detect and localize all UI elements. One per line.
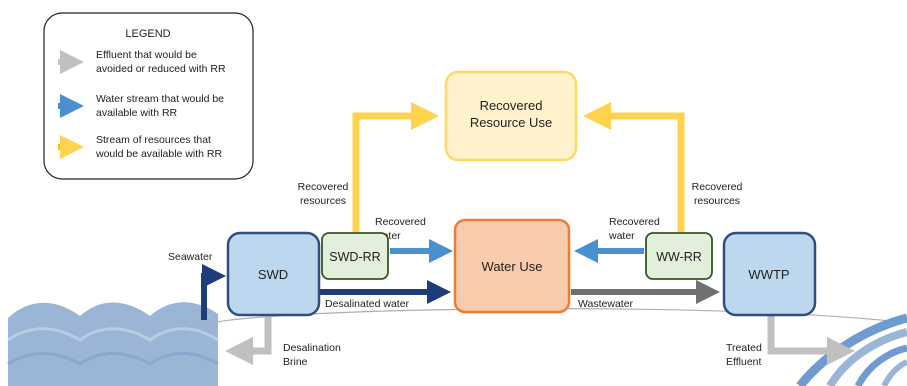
wwtp-box (722, 231, 817, 317)
treated-effluent-arrow (767, 316, 855, 365)
legend-item-2-line-1: Water stream that would be (96, 93, 224, 105)
desalinated-water-label: Desalinated water (325, 298, 410, 310)
swd-rr-box (321, 232, 389, 280)
desalination-brine-line-2: Brine (283, 356, 308, 368)
wwtp-label: WWTP (748, 267, 789, 282)
water-use-box (453, 218, 571, 314)
treated-effluent-line-1: Treated (726, 342, 762, 354)
recovered-resource-use-box (444, 70, 578, 162)
ww-rr-label: WW-RR (656, 250, 702, 264)
desalination-brine-arrow (225, 316, 272, 365)
legend-title: LEGEND (125, 28, 170, 40)
recovered-resources-left-line-1: Recovered (298, 181, 349, 193)
swd-label: SWD (258, 267, 288, 282)
legend-item-3-line-1: Stream of resources that (96, 134, 211, 146)
legend: LEGEND Effluent that would be avoided or… (43, 12, 254, 180)
water-use-label: Water Use (482, 259, 543, 274)
seawater-intake-arrow (201, 264, 226, 320)
desalination-brine-line-1: Desalination (283, 342, 341, 354)
wastewater-label: Wastewater (578, 298, 634, 310)
resource-arrow-left (352, 102, 439, 232)
legend-box (43, 12, 254, 180)
legend-item-2-line-2: available with RR (96, 107, 178, 119)
seawater-waves (7, 302, 219, 386)
recovered-resource-use-line-1: Recovered (480, 98, 543, 113)
resource-arrow-right (583, 102, 685, 232)
recovered-water-left-line-1: Recovered (375, 216, 426, 228)
legend-item-1-line-2: avoided or reduced with RR (96, 63, 226, 75)
recovered-water-right-line-1: Recovered (609, 216, 660, 228)
swd-box (226, 231, 321, 317)
recovered-resources-right-line-2: resources (694, 195, 740, 207)
swd-rr-label: SWD-RR (329, 250, 380, 264)
seawater-label: Seawater (168, 251, 213, 263)
recovered-resources-right-line-1: Recovered (692, 181, 743, 193)
recovered-water-right-line-2: water (608, 230, 635, 242)
ww-rr-box (645, 232, 713, 280)
recovered-resource-use-line-2: Resource Use (470, 115, 552, 130)
treated-effluent-line-2: Effluent (726, 356, 761, 368)
recovered-resources-left-line-2: resources (300, 195, 346, 207)
legend-item-1-line-1: Effluent that would be (96, 49, 197, 61)
legend-item-3-line-2: would be available with RR (95, 148, 222, 160)
